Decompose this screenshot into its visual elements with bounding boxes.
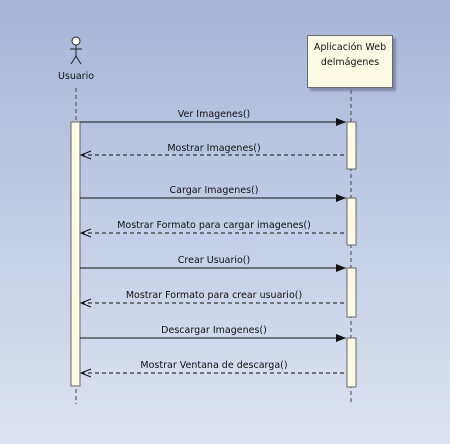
system-title-line1: Aplicación Web xyxy=(313,42,387,53)
message-label-4: Mostrar Formato para cargar imagenes() xyxy=(117,220,311,231)
message-label-5: Crear Usuario() xyxy=(177,255,251,266)
message-label-8: Mostrar Ventana de descarga() xyxy=(140,360,288,371)
message-label-7: Descargar Imagenes() xyxy=(161,325,267,336)
message-label-3: Cargar Imagenes() xyxy=(169,185,259,196)
message-arrow-3 xyxy=(80,194,346,202)
message-arrow-4 xyxy=(79,228,346,238)
system-activation-4 xyxy=(346,337,357,388)
message-arrow-8 xyxy=(79,368,346,378)
message-arrow-2 xyxy=(79,150,346,160)
message-arrow-1 xyxy=(80,118,346,126)
message-arrow-7 xyxy=(80,334,346,342)
actor-label: Usuario xyxy=(57,71,95,82)
message-arrow-5 xyxy=(80,264,346,272)
system-activation-3 xyxy=(346,267,357,318)
actor-activation xyxy=(70,121,81,387)
message-label-1: Ver Imagenes() xyxy=(177,109,251,120)
message-label-2: Mostrar Imagenes() xyxy=(167,143,261,154)
system-activation-2 xyxy=(346,197,357,246)
actor-icon xyxy=(70,36,82,65)
system-lifeline-box: Aplicación Web delmágenes xyxy=(307,35,393,88)
message-arrow-6 xyxy=(79,298,346,308)
message-label-6: Mostrar Formato para crear usuario() xyxy=(125,290,303,301)
system-activation-1 xyxy=(346,121,357,170)
system-title-line2: delmágenes xyxy=(320,57,380,68)
